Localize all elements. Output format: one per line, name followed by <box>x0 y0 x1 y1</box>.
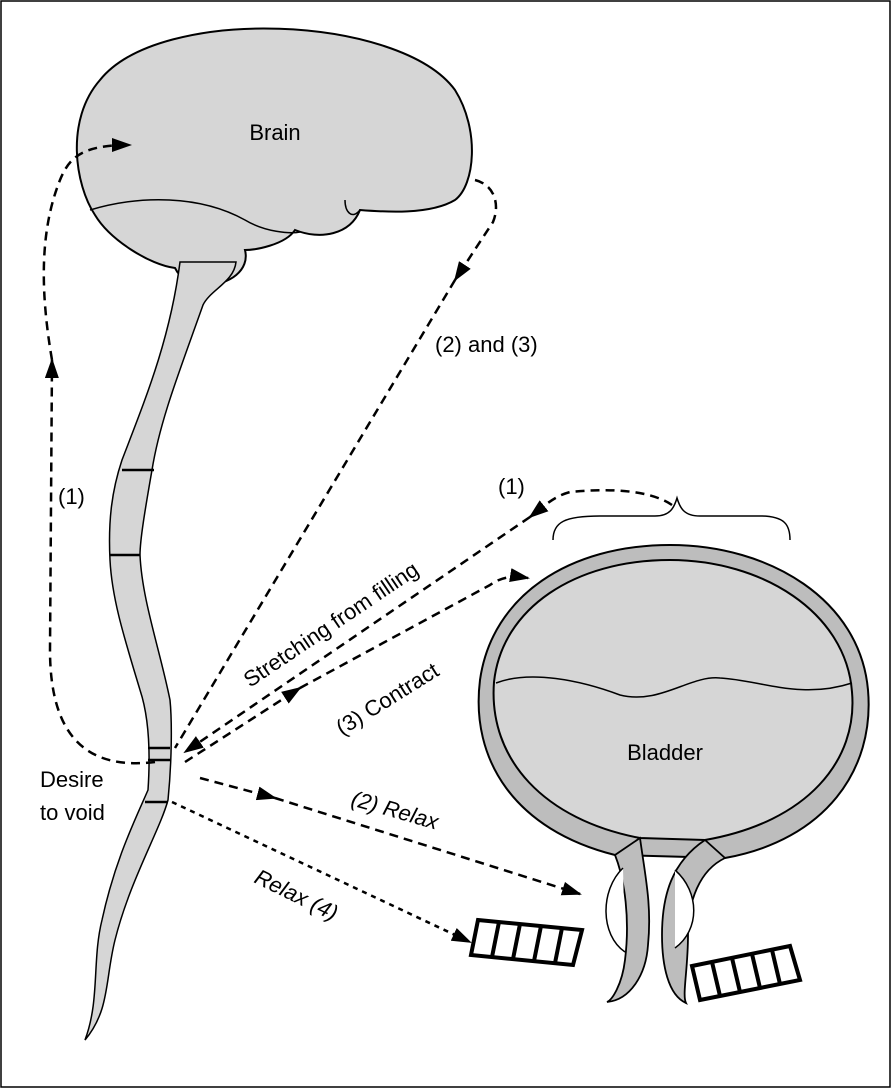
path-label-1-right: (1) <box>498 474 525 499</box>
external-sphincter-left <box>471 920 582 965</box>
bladder-label: Bladder <box>627 740 703 765</box>
brain-label: Brain <box>249 120 300 145</box>
path-label-2-and-3: (2) and (3) <box>435 332 538 357</box>
desire-to-void-line2: to void <box>40 800 105 825</box>
bladder-inner-lumen <box>494 560 853 840</box>
path-label-1-left: (1) <box>58 484 85 509</box>
desire-to-void-line1: Desire <box>40 767 104 792</box>
